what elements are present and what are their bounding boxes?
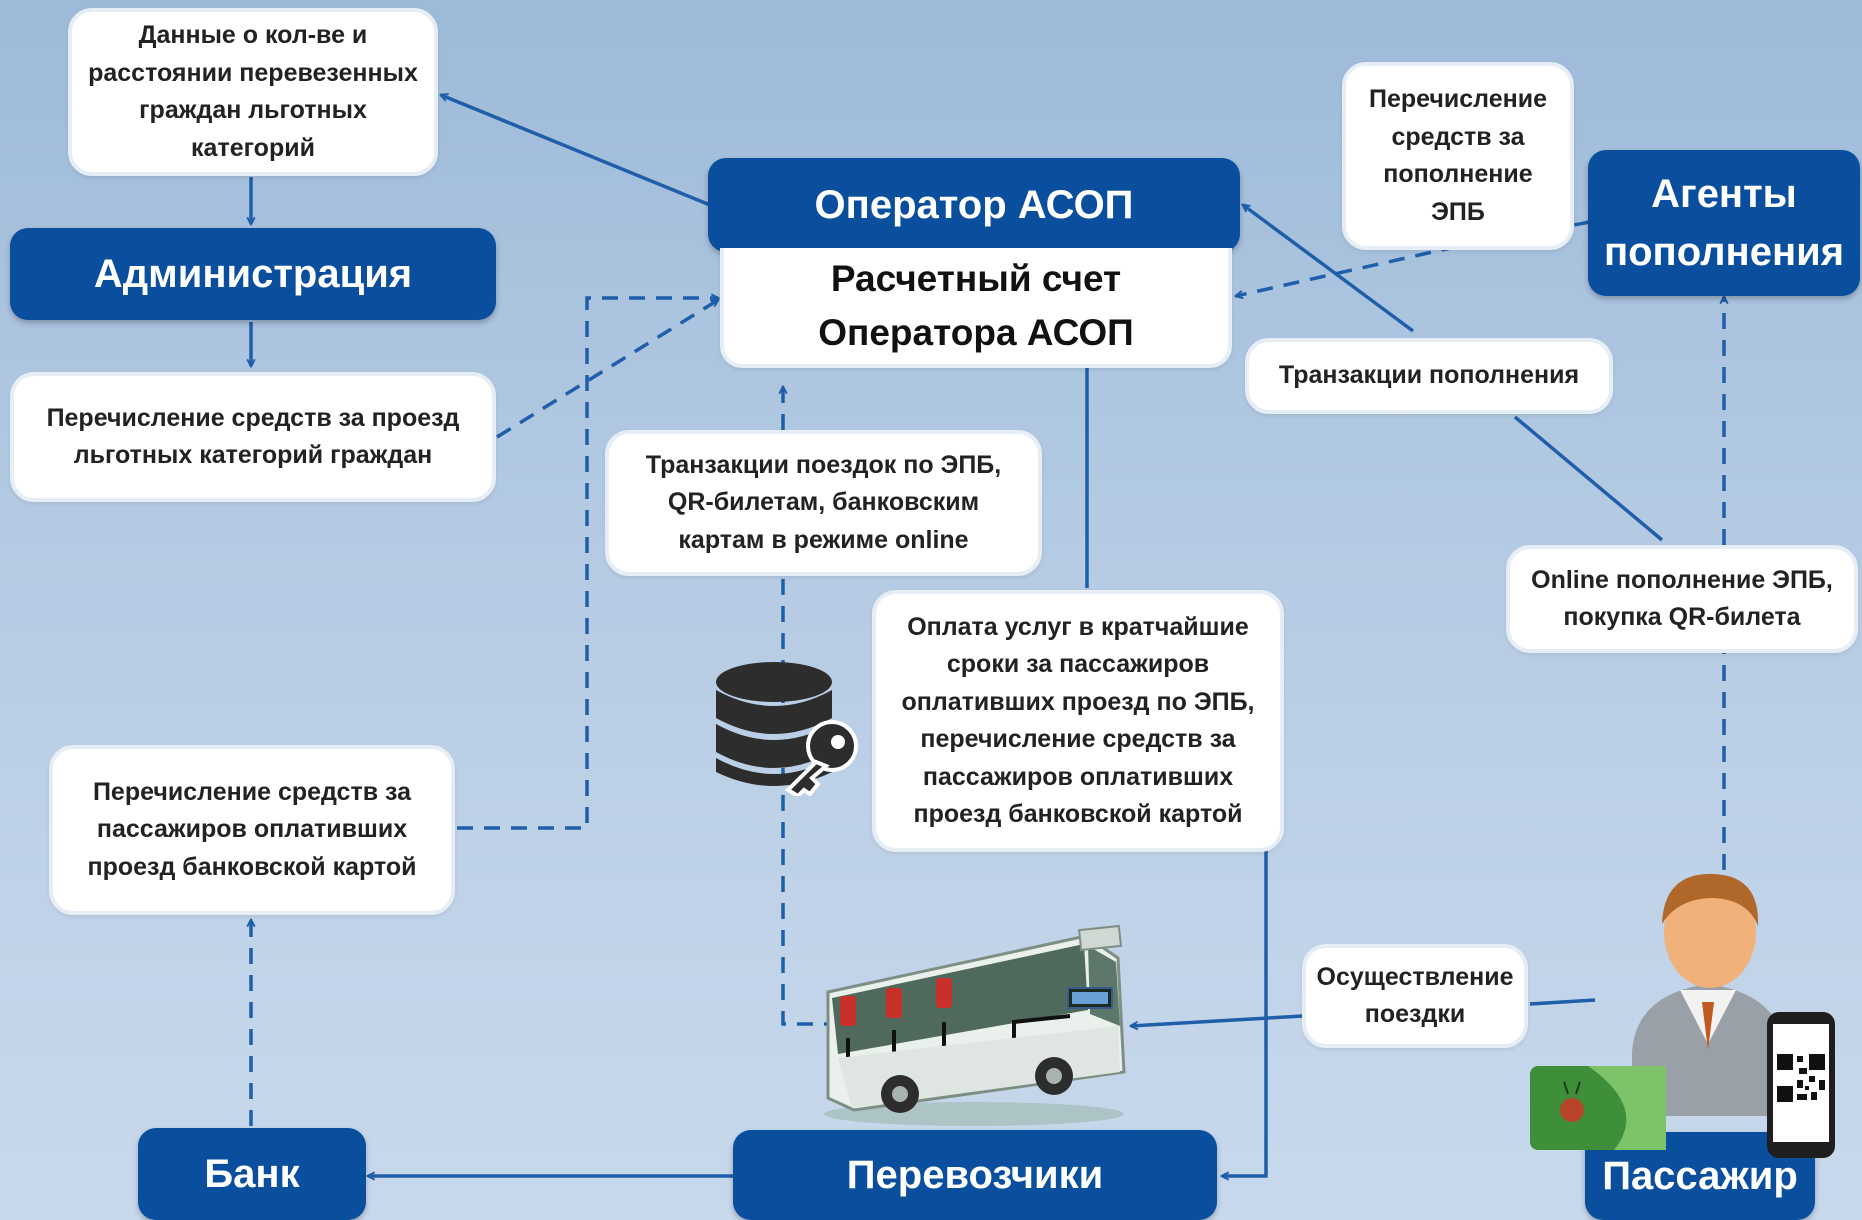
data-box-node: Данные о кол-ве и расстоянии перевезенны… bbox=[68, 8, 438, 176]
bank-node: Банк bbox=[138, 1128, 366, 1220]
topup-transactions-to-operator-arrow bbox=[1243, 205, 1664, 542]
transport-card-icon bbox=[1530, 1066, 1666, 1150]
agents-node: Агенты пополнения bbox=[1588, 150, 1860, 296]
services-payment-node: Оплата услуг в кратчайшие сроки за пасса… bbox=[872, 590, 1284, 852]
operator-to-data-arrow bbox=[441, 95, 711, 207]
bank-transfer-to-account-arrow bbox=[457, 298, 718, 830]
benefit-to-account-arrow bbox=[496, 300, 718, 439]
database-key-icon bbox=[716, 662, 858, 796]
carriers-node: Перевозчики bbox=[733, 1130, 1217, 1220]
phone-qr-icon bbox=[1767, 1012, 1835, 1158]
topup-funds-node: Перечисление средств за пополнение ЭПБ bbox=[1342, 62, 1574, 250]
operator-account-node: Расчетный счет Оператора АСОП bbox=[720, 248, 1232, 368]
trip-to-bus-arrow bbox=[1131, 998, 1596, 1026]
bank-transfer-node: Перечисление средств за пассажиров оплат… bbox=[49, 745, 455, 915]
bus-icon bbox=[824, 924, 1126, 1126]
administration-node: Администрация bbox=[10, 228, 496, 320]
online-transactions-node: Транзакции поездок по ЭПБ, QR-билетам, б… bbox=[605, 430, 1042, 576]
online-topup-node: Online пополнение ЭПБ, покупка QR-билета bbox=[1506, 545, 1858, 653]
operator-node: Оператор АСОП bbox=[708, 158, 1240, 252]
topup-transactions-node: Транзакции пополнения bbox=[1245, 338, 1613, 414]
trip-node: Осуществление поездки bbox=[1302, 944, 1528, 1048]
benefit-transfer-node: Перечисление средств за проезд льготных … bbox=[10, 372, 496, 502]
account-to-carriers-arrow bbox=[1085, 368, 1268, 1176]
passenger-person-icon bbox=[1632, 873, 1786, 1116]
